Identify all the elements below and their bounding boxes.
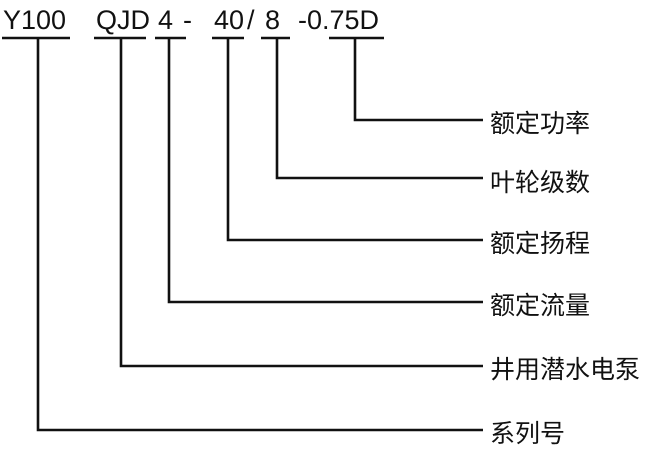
code-stages: 8 bbox=[265, 5, 280, 35]
label-rated-flow: 额定流量 bbox=[490, 291, 590, 320]
code-series: Y100 bbox=[3, 5, 66, 35]
label-rated-head: 额定扬程 bbox=[490, 229, 590, 258]
code-dash: - bbox=[183, 5, 192, 35]
leader-rated-power bbox=[353, 38, 483, 122]
label-rated-power: 额定功率 bbox=[490, 109, 590, 138]
code-flow: 4 bbox=[158, 5, 173, 35]
leader-series bbox=[36, 38, 483, 432]
code-pump-type: QJD bbox=[96, 5, 150, 35]
leader-impeller-stages bbox=[275, 38, 483, 180]
leader-rated-head bbox=[226, 38, 483, 242]
code-slash: / bbox=[247, 5, 255, 35]
label-impeller-stages: 叶轮级数 bbox=[490, 168, 590, 197]
label-well-submersible-pump: 井用潜水电泵 bbox=[490, 355, 640, 384]
leader-pump-type bbox=[119, 38, 483, 368]
leader-rated-flow bbox=[167, 38, 483, 304]
code-power: -0.75D bbox=[298, 5, 379, 35]
code-head: 40 bbox=[214, 5, 244, 35]
label-series-number: 系列号 bbox=[490, 419, 565, 448]
